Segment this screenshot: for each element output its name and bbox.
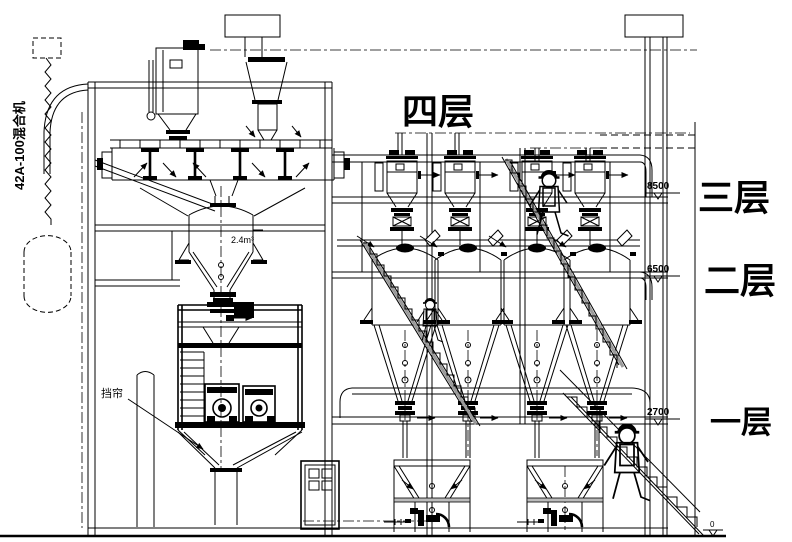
elevation-6500-text: 6500 [647,264,670,275]
elevation-8500-text: 8500 [647,181,670,192]
floor1-label: 一层 [710,405,772,440]
mixer-machine-2 [242,385,276,423]
floor3-label: 三层 [698,177,770,218]
packing-stations [384,460,603,532]
left-hoist-annotation [23,37,72,313]
floor2-label: 二层 [704,260,776,301]
packing-station-2 [517,460,603,532]
hopper-volume-label: 2.4m³ [231,235,254,245]
right-building-frame [332,14,696,535]
ground-line [0,527,726,538]
elevation-mark-2700: 2700 [645,407,680,426]
centerlines [81,49,697,530]
machine-label: 42A-100混合机 [12,101,27,190]
floor4-label: 四层 [402,91,474,132]
stair-flight-upper [501,156,628,370]
curtain-label: 挡帘 [101,386,123,400]
mixer-machine-1 [204,383,240,423]
elevation-mark-ground: 0 [703,520,723,537]
worker-lower-stair [602,422,652,502]
mixer-agitators [133,125,310,180]
elevation-2700-text: 2700 [647,407,670,418]
dust-collector [146,40,205,140]
discharge-cones [374,325,628,458]
platform-mixers [175,292,305,525]
curtain: 挡帘 [101,371,204,527]
horizontal-mixer [97,125,350,217]
staircases [359,156,705,537]
left-tower-frame [43,81,333,535]
top-feed-hopper [224,14,288,141]
control-cabinet [300,460,340,530]
elevation-mark-8500: 8500 [645,181,680,200]
elevation-0-text: 0 [710,520,715,529]
elevation-mark-6500: 6500 [645,264,680,283]
stair-flight-middle [359,239,481,427]
